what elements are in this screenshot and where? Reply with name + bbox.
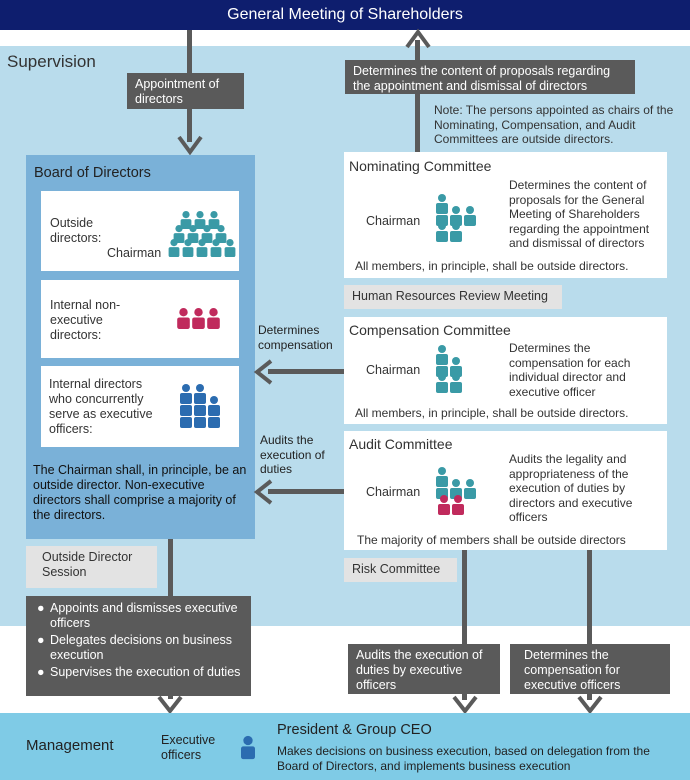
determines-comp-exec-label: Determines the compensation for executiv… [524, 648, 621, 692]
ceo-desc: Makes decisions on business execution, b… [277, 744, 677, 773]
audit-arrowhead [253, 479, 273, 505]
board-to-management-arrowhead [157, 695, 183, 715]
audit-title: Audit Committee [349, 436, 453, 452]
people-group-teal-icon [168, 211, 236, 257]
comp-to-management-arrowhead [577, 695, 603, 715]
outside-director-session-label: Outside Director Session [42, 550, 133, 579]
determines-comp-exec-box: Determines the compensation for executiv… [510, 644, 670, 694]
board-footnote: The Chairman shall, in principle, be an … [33, 463, 255, 523]
audit-arrow-label-text: Audits the execution of duties [260, 433, 325, 476]
internal-exec-label: Internal directors who concurrently serv… [49, 377, 153, 436]
audit-desc: Audits the legality and appropriateness … [509, 452, 633, 524]
board-function-item-2: ●Delegates decisions on business executi… [37, 633, 233, 662]
appointment-label-box: Appointment of directors [127, 73, 244, 109]
compensation-desc: Determines the compensation for each ind… [509, 341, 631, 399]
ceo-desc-text: Makes decisions on business execution, b… [277, 744, 650, 773]
nominating-footer: All members, in principle, shall be outs… [355, 259, 629, 273]
board-footnote-text: The Chairman shall, in principle, be an … [33, 463, 247, 522]
compensation-committee-box: Compensation Committee Chairman Determin… [344, 317, 667, 424]
management-area [0, 713, 690, 780]
internal-nonexec-box: Internal non-executive directors: [41, 280, 239, 358]
audit-arrow-line [268, 489, 344, 494]
audits-exec-box: Audits the execution of duties by execut… [348, 644, 500, 694]
board-title: Board of Directors [34, 165, 151, 181]
chair-note-text: Note: The persons appointed as chairs of… [434, 103, 674, 146]
outside-directors-label: Outside directors: [50, 216, 102, 245]
compensation-arrowhead [253, 359, 273, 385]
compensation-footer: All members, in principle, shall be outs… [355, 406, 629, 420]
internal-exec-box: Internal directors who concurrently serv… [41, 366, 239, 447]
audit-chairman: Chairman [366, 485, 421, 499]
people-group-crimson-icon [177, 308, 220, 329]
chair-note: Note: The persons appointed as chairs of… [434, 103, 674, 147]
compensation-arrow-label: Determines compensation [258, 323, 343, 352]
compensation-title: Compensation Committee [349, 322, 511, 338]
outside-chairman-label: Chairman [107, 246, 162, 260]
person-blue-icon [241, 735, 255, 760]
people-group-blue-icon [180, 384, 220, 428]
management-label: Management [26, 737, 114, 754]
ceo-title: President & Group CEO [277, 722, 432, 738]
outside-director-session-box: Outside Director Session [26, 546, 157, 588]
hr-review-meeting-box: Human Resources Review Meeting [344, 285, 562, 309]
nominating-chairman: Chairman [366, 214, 421, 228]
nominating-committee-box: Nominating Committee Chairman Determines… [344, 152, 667, 278]
proposals-label-box: Determines the content of proposals rega… [345, 60, 635, 94]
audit-arrow-label: Audits the execution of duties [260, 433, 340, 477]
executive-officers-text: Executive officers [161, 733, 216, 762]
proposals-arrowhead [405, 28, 431, 49]
nominating-members-icon [436, 194, 476, 242]
audit-members-icon [436, 467, 476, 515]
board-function-item-3: ●Supervises the execution of duties [37, 665, 241, 679]
supervision-label: Supervision [7, 52, 96, 71]
audit-to-management-arrowhead [452, 695, 478, 715]
compensation-chairman: Chairman [366, 363, 421, 377]
proposals-label: Determines the content of proposals rega… [353, 64, 611, 93]
audit-footer: The majority of members shall be outside… [357, 533, 626, 547]
comp-to-management-line [587, 550, 592, 700]
appointment-label: Appointment of directors [135, 77, 220, 106]
general-meeting-header: General Meeting of Shareholders [0, 0, 690, 30]
board-function-item-1: ●Appoints and dismisses executive office… [37, 601, 238, 630]
board-functions-box: ●Appoints and dismisses executive office… [26, 596, 251, 696]
audit-committee-box: Audit Committee Chairman Audits the lega… [344, 431, 667, 550]
general-meeting-title: General Meeting of Shareholders [227, 6, 463, 23]
compensation-arrow-label-text: Determines compensation [258, 323, 333, 352]
internal-nonexec-label: Internal non-executive directors: [50, 298, 121, 342]
compensation-arrow-line [268, 369, 344, 374]
outside-directors-box: Outside directors: Chairman [41, 191, 239, 271]
appointment-arrowhead [177, 135, 203, 156]
proposals-arrow-line [415, 40, 420, 152]
risk-committee-label: Risk Committee [352, 562, 441, 576]
audit-to-management-line [462, 550, 467, 700]
risk-committee-box: Risk Committee [344, 558, 457, 582]
executive-officers-label: Executive officers [161, 733, 231, 763]
audits-exec-label: Audits the execution of duties by execut… [356, 648, 483, 692]
nominating-desc: Determines the content of proposals for … [509, 178, 650, 250]
compensation-members-icon [436, 345, 462, 393]
hr-review-meeting-label: Human Resources Review Meeting [352, 289, 548, 303]
nominating-title: Nominating Committee [349, 158, 492, 174]
